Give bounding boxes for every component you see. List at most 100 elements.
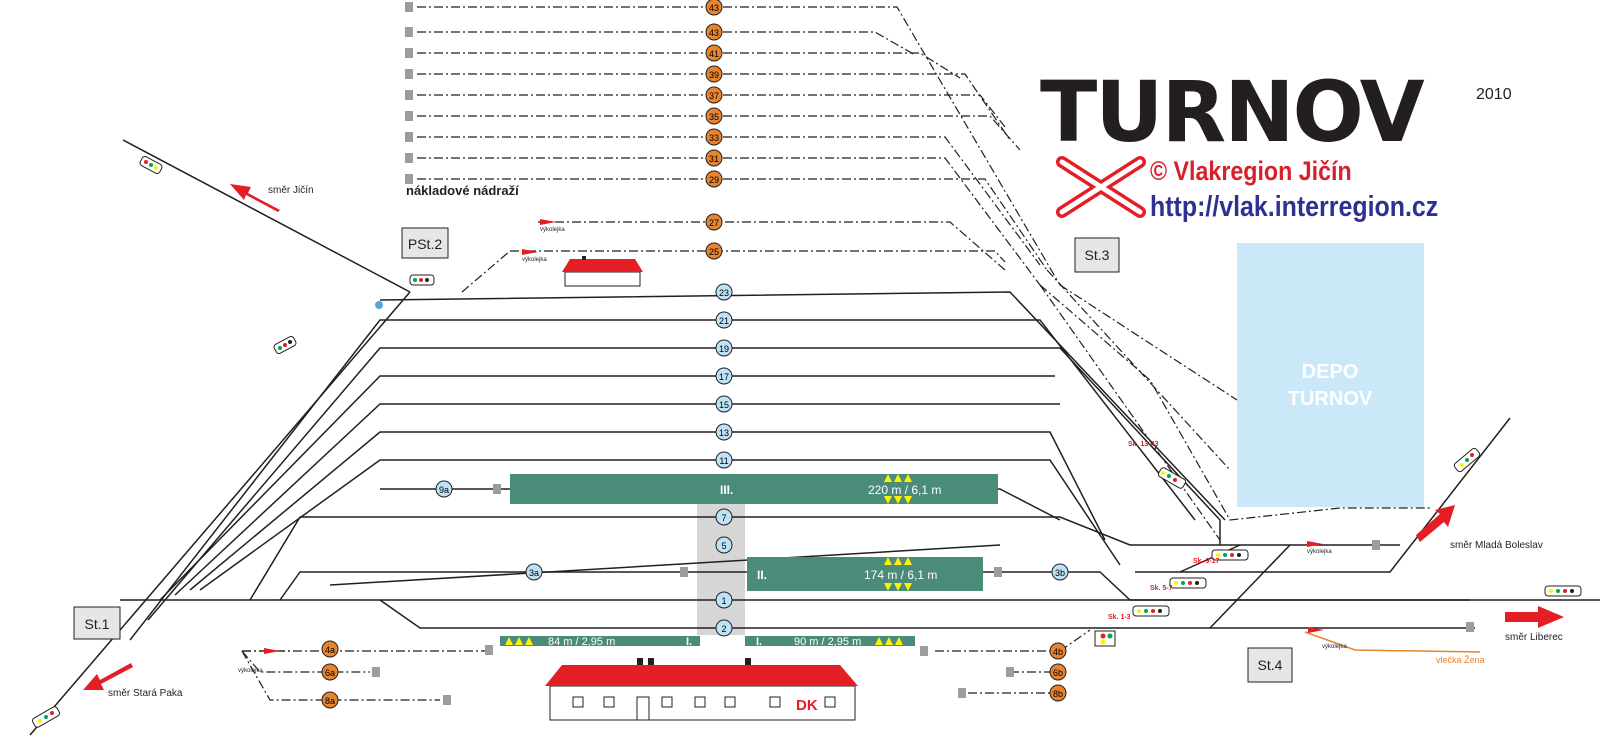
buffer-stop	[1006, 667, 1014, 677]
signal-lights-icon	[409, 274, 435, 286]
svg-text:3b: 3b	[1055, 568, 1065, 578]
copyright-text: © Vlakregion Jičín	[1150, 156, 1352, 186]
platform-III-height-markers	[884, 474, 912, 504]
platform-I-west-height-markers	[505, 637, 533, 645]
track-badge-4b: 4b	[1049, 642, 1067, 660]
signal-lights-icon	[273, 335, 297, 355]
derailer-markers	[264, 219, 1324, 654]
derailer-label: výkolejka	[522, 257, 547, 263]
buffer-stop	[405, 2, 413, 12]
svg-text:1: 1	[721, 596, 726, 606]
website-link[interactable]: http://vlak.interregion.cz	[1150, 191, 1439, 223]
signal-group-label: Sk. 5-7	[1150, 585, 1173, 592]
main-tracks	[29, 139, 1600, 736]
svg-text:39: 39	[709, 70, 719, 80]
buffer-stop	[920, 646, 928, 656]
buffer-stop	[443, 695, 451, 705]
post-st1-label: St.1	[85, 616, 110, 632]
direction-mlada-boleslav: směr Mladá Boleslav	[1416, 505, 1543, 551]
signal-lights-icon	[1132, 605, 1170, 617]
track-badge-33: 33	[705, 128, 723, 146]
depot-label-line1: DEPO	[1302, 361, 1359, 383]
svg-text:43: 43	[709, 28, 719, 38]
buffer-stop	[680, 567, 688, 577]
platform-III	[510, 474, 998, 504]
direction-jicin: směr Jičín	[230, 184, 314, 212]
arrow-right-icon	[1505, 606, 1564, 628]
post-st3-label: St.3	[1085, 247, 1110, 263]
derailer-label: výkolejka	[1307, 549, 1332, 555]
siding-zena-label: vlečka Žena	[1436, 655, 1485, 665]
signals	[31, 155, 1582, 728]
buffer-stop	[405, 174, 413, 184]
derailer-icon	[1308, 627, 1324, 633]
track-badge-9a: 9a	[435, 480, 453, 498]
freight-station-label: nákladové nádraží	[406, 183, 519, 198]
platform-III-number: III.	[720, 483, 733, 497]
track-badge-43a: 43	[705, 0, 723, 16]
freight-tracks	[241, 6, 1430, 701]
signal-lights-icon	[1453, 447, 1481, 473]
small-station-building	[562, 256, 643, 287]
derailer-label: výkolejka	[238, 668, 263, 674]
svg-text:2: 2	[721, 624, 726, 634]
svg-text:31: 31	[709, 154, 719, 164]
svg-text:4a: 4a	[325, 645, 335, 655]
svg-text:41: 41	[709, 49, 719, 59]
arrow-up-left-icon	[230, 184, 280, 212]
track-badge-43b: 43	[705, 23, 723, 41]
track-badges[interactable]: 23 21 19 17 15 13 11 9a 7 5 3a 3b 1 2 43…	[321, 0, 1069, 709]
signal-group-label: Sk. 1-3	[1108, 614, 1131, 621]
post-st4[interactable]: St.4	[1247, 647, 1293, 683]
buffer-stop	[405, 111, 413, 121]
track-badge-27: 27	[705, 213, 723, 231]
platform-I-east	[745, 636, 915, 646]
svg-text:23: 23	[719, 288, 729, 298]
direction-stara-paka-label: směr Stará Paka	[108, 688, 183, 699]
post-pst2-label: PSt.2	[408, 236, 442, 252]
svg-text:5: 5	[721, 541, 726, 551]
svg-text:6a: 6a	[325, 668, 335, 678]
svg-text:25: 25	[709, 247, 719, 257]
signal-lights-icon	[1211, 549, 1249, 561]
svg-text:35: 35	[709, 112, 719, 122]
buffer-stops	[372, 2, 1474, 705]
buffer-stop	[405, 27, 413, 37]
platform-I-east-info: 90 m / 2,95 m	[794, 636, 861, 648]
post-st3[interactable]: St.3	[1074, 237, 1120, 273]
depot-building	[1237, 243, 1424, 507]
track-badge-29: 29	[705, 170, 723, 188]
derailer-icon	[540, 219, 556, 225]
buffer-stop	[485, 645, 493, 655]
track-badge-19: 19	[715, 339, 733, 357]
post-st1[interactable]: St.1	[73, 606, 121, 640]
station-title: TURNOV	[1040, 63, 1425, 161]
svg-text:13: 13	[719, 428, 729, 438]
signal-lights-icon	[31, 706, 61, 728]
platform-II	[747, 557, 983, 591]
track-badge-6a: 6a	[321, 663, 339, 681]
signal-lights-icon	[139, 155, 163, 175]
buffer-stop	[1466, 622, 1474, 632]
svg-text:21: 21	[719, 316, 729, 326]
svg-text:7: 7	[721, 513, 726, 523]
svg-text:4b: 4b	[1053, 647, 1063, 657]
signal-group-label: Sk. 13-43	[1128, 441, 1158, 448]
svg-text:43: 43	[709, 3, 719, 13]
main-station-building	[545, 658, 858, 721]
track-badge-6b: 6b	[1049, 663, 1067, 681]
svg-text:6b: 6b	[1053, 668, 1063, 678]
svg-text:33: 33	[709, 133, 719, 143]
underpass	[697, 503, 745, 635]
svg-text:11: 11	[719, 456, 728, 466]
track-badge-2: 2	[715, 619, 733, 637]
vlakregion-logo	[1056, 156, 1146, 218]
derailer-label: výkolejka	[1322, 644, 1347, 650]
track-badge-3a: 3a	[525, 563, 543, 581]
signal-lights-icon	[1169, 577, 1207, 589]
svg-text:29: 29	[709, 175, 719, 185]
post-pst2[interactable]: PSt.2	[401, 227, 449, 259]
derailer-icon	[1307, 541, 1323, 547]
track-badge-37: 37	[705, 86, 723, 104]
track-badge-8a: 8a	[321, 691, 339, 709]
